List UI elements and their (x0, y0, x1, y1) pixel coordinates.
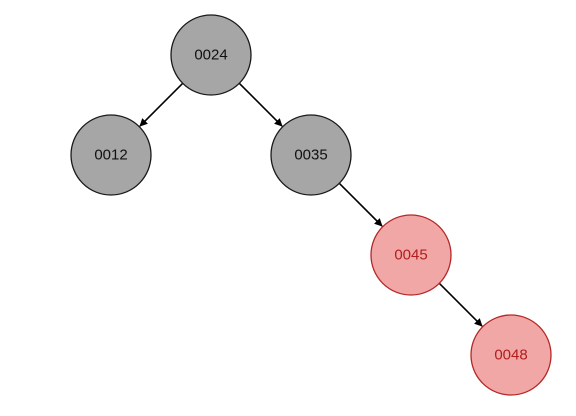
tree-edges (139, 82, 483, 327)
tree-node: 0012 (70, 114, 152, 196)
edge-n35-to-n45 (338, 182, 383, 227)
node-circle (470, 314, 552, 396)
edge-n45-to-n48 (438, 282, 483, 327)
node-label: 0045 (394, 247, 427, 264)
edge-n24-to-n12 (139, 82, 184, 127)
tree-node: 0035 (270, 114, 352, 196)
node-label: 0035 (294, 147, 327, 164)
node-circle (170, 14, 252, 96)
node-circle (70, 114, 152, 196)
node-circle (370, 214, 452, 296)
tree-node: 0048 (470, 314, 552, 396)
node-label: 0048 (494, 347, 527, 364)
tree-nodes: 0024 0012 0035 0045 0048 (70, 14, 552, 396)
node-label: 0012 (94, 147, 127, 164)
edge-n24-to-n35 (238, 82, 283, 127)
node-circle (270, 114, 352, 196)
tree-node: 0045 (370, 214, 452, 296)
tree-node: 0024 (170, 14, 252, 96)
node-label: 0024 (194, 47, 227, 64)
